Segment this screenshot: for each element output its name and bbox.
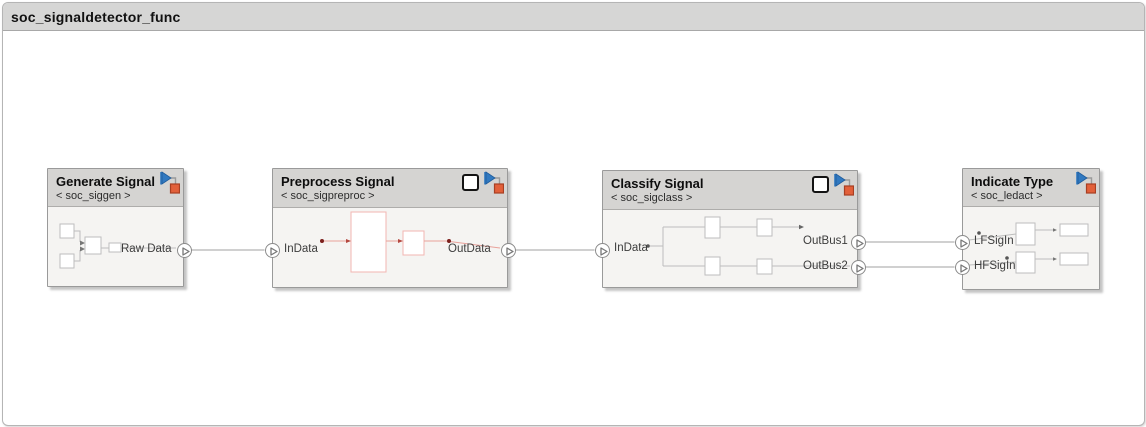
model-canvas[interactable] [3,32,1144,424]
block-preprocess-signal-header[interactable]: Preprocess Signal < soc_sigpreproc > [273,169,507,208]
block-checkbox[interactable] [462,174,479,191]
model-title: soc_signaldetector_func [11,9,181,25]
port-classify-signal-out-outbus1[interactable] [850,234,866,250]
block-title: Generate Signal [56,174,155,189]
block-generate-signal[interactable]: Generate Signal < soc_siggen > [47,168,184,287]
port-classify-signal-out-outbus2[interactable] [850,259,866,275]
port-label-outbus2: OutBus2 [803,260,848,272]
block-subtitle: < soc_ledact > [971,190,1043,202]
port-preprocess-signal-out-outdata[interactable] [500,242,516,258]
port-indicate-type-in-lfsigin[interactable] [954,234,970,250]
block-generate-signal-header[interactable]: Generate Signal < soc_siggen > [48,169,183,207]
port-label-indata-classify: InData [614,242,648,254]
block-preprocess-signal[interactable]: Preprocess Signal < soc_sigpreproc > [272,168,508,288]
block-title: Preprocess Signal [281,174,395,189]
block-subtitle: < soc_sigpreproc > [281,190,375,202]
model-reference-badge-icon[interactable] [159,171,180,195]
port-label-indata-preprocess: InData [284,243,318,255]
port-label-outbus1: OutBus1 [803,235,848,247]
model-reference-badge-icon[interactable] [1075,171,1096,195]
block-subtitle: < soc_sigclass > [611,192,693,204]
block-indicate-type-header[interactable]: Indicate Type < soc_ledact > [963,169,1099,207]
block-title: Indicate Type [971,174,1054,189]
block-checkbox[interactable] [812,176,829,193]
block-subtitle: < soc_siggen > [56,190,131,202]
model-reference-badge-icon[interactable] [833,173,854,197]
port-label-rawdata: Raw Data [121,243,172,255]
port-label-outdata: OutData [448,243,491,255]
port-classify-signal-in-indata[interactable] [594,242,610,258]
port-generate-signal-out-rawdata[interactable] [176,242,192,258]
port-indicate-type-in-hfsigin[interactable] [954,259,970,275]
block-title: Classify Signal [611,176,704,191]
port-preprocess-signal-in-indata[interactable] [264,242,280,258]
port-label-lfsigin: LFSigIn [974,235,1014,247]
model-title-bar: soc_signaldetector_func [3,3,1144,31]
model-reference-badge-icon[interactable] [483,171,504,195]
block-classify-signal-header[interactable]: Classify Signal < soc_sigclass > [603,171,857,210]
port-label-hfsigin: HFSigIn [974,260,1016,272]
